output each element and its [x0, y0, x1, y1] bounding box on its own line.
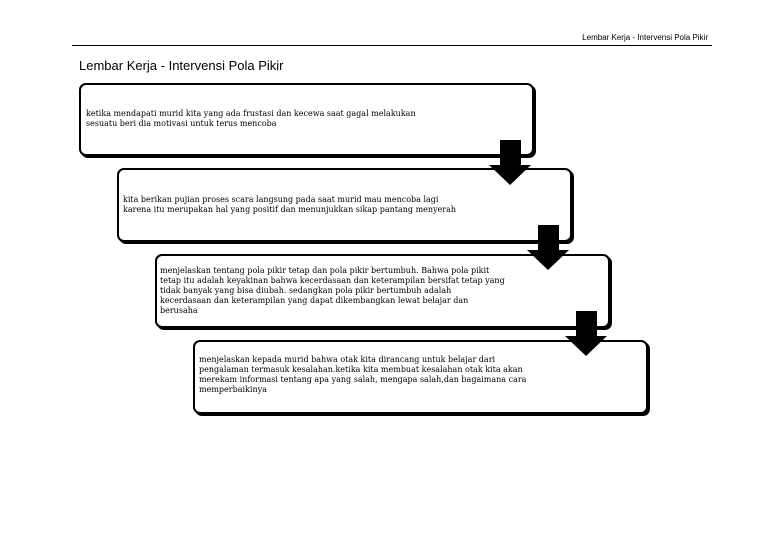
step-box-2: [117, 168, 572, 242]
header-rule: [72, 45, 712, 46]
step-text-4: menjelaskan kepada murid bahwa otak kita…: [199, 355, 527, 394]
step-box-4: [193, 340, 648, 414]
down-arrow-icon: [565, 311, 607, 356]
running-header: Lembar Kerja - Intervensi Pola Pikir: [582, 33, 708, 42]
step-box-1: [79, 83, 534, 156]
step-text-3: menjelaskan tentang pola pikir tetap dan…: [160, 266, 505, 315]
page-title: Lembar Kerja - Intervensi Pola Pikir: [79, 58, 284, 73]
step-text-1: ketika mendapati murid kita yang ada fru…: [86, 109, 416, 128]
step-text-2: kita berikan pujian proses scara langsun…: [123, 195, 457, 214]
down-arrow-icon: [489, 140, 531, 185]
down-arrow-icon: [527, 225, 569, 270]
step-box-3: [155, 254, 610, 328]
